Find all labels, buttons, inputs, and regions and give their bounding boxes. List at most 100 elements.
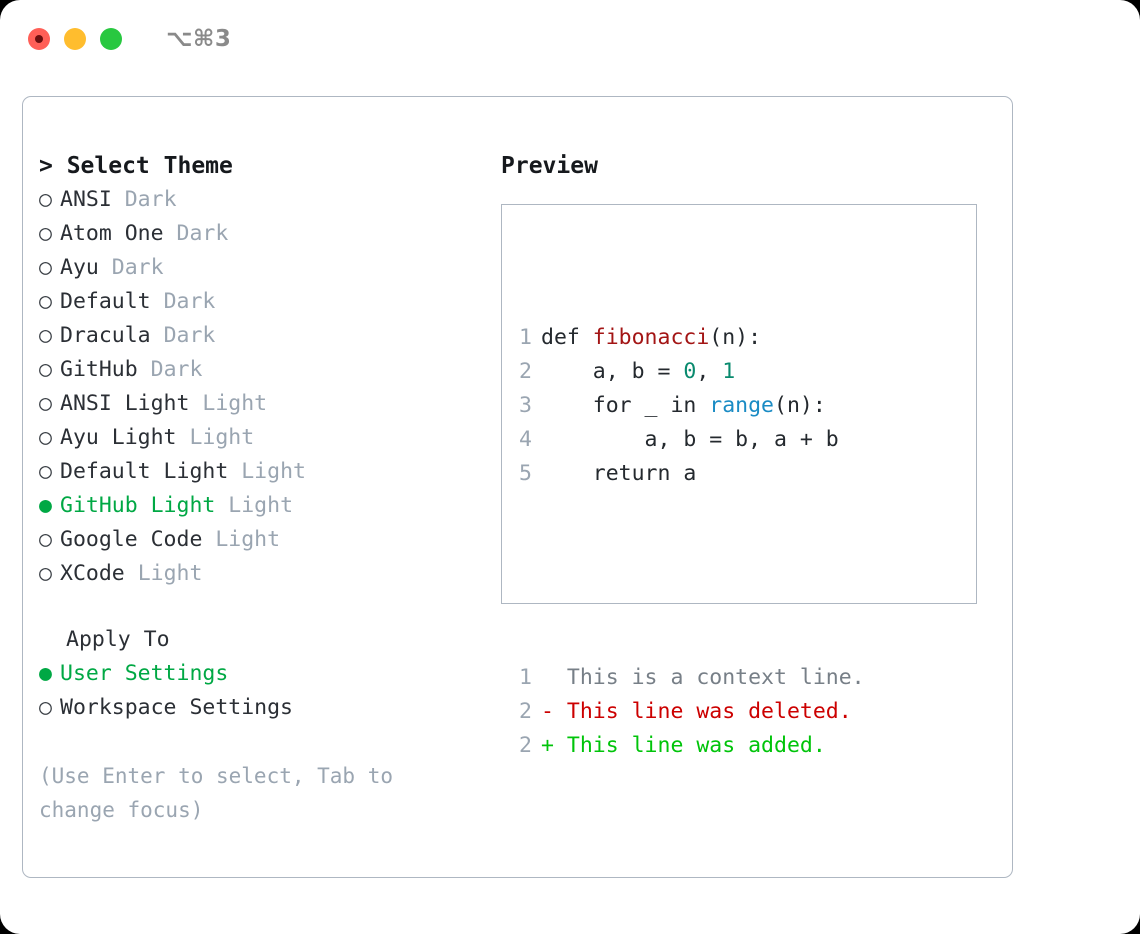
code-line: 2 a, b = 0, 1	[502, 355, 976, 389]
theme-option-ansi-light[interactable]: ○ ANSI Light Light	[39, 387, 499, 421]
theme-option-category: Light	[189, 425, 255, 450]
line-number: 2	[519, 699, 532, 724]
code-line: 4 a, b = b, a + b	[502, 423, 976, 457]
diff-text: This line was added.	[566, 733, 826, 758]
radio-selected-icon: ●	[39, 661, 52, 686]
theme-option-ansi[interactable]: ○ ANSI Dark	[39, 183, 499, 217]
apply-to-section: Apply To ● User Settings ○ Workspace Settin…	[39, 623, 499, 725]
radio-unselected-icon: ○	[39, 459, 52, 484]
line-number: 1	[519, 665, 532, 690]
apply-to-heading: Apply To	[66, 627, 170, 652]
line-number: 2	[519, 733, 532, 758]
code-line: 5 return a	[502, 457, 976, 491]
radio-unselected-icon: ○	[39, 425, 52, 450]
diff-text: This is a context line.	[566, 665, 865, 690]
window-controls	[28, 28, 122, 50]
theme-option-label: GitHub Light	[60, 493, 216, 518]
theme-option-ayu-light[interactable]: ○ Ayu Light Light	[39, 421, 499, 455]
radio-unselected-icon: ○	[39, 695, 52, 720]
code-token: a, b = b, a + b	[541, 427, 839, 452]
radio-unselected-icon: ○	[39, 323, 52, 348]
theme-option-category: Dark	[176, 221, 229, 246]
theme-option-label: Ayu	[60, 255, 99, 280]
close-dot-inner	[35, 35, 43, 43]
theme-option-category: Light	[228, 493, 294, 518]
theme-option-category: Dark	[163, 289, 216, 314]
line-number: 2	[519, 359, 532, 384]
maximize-button-icon[interactable]	[100, 28, 122, 50]
line-number: 3	[519, 393, 532, 418]
radio-unselected-icon: ○	[39, 357, 52, 382]
theme-option-github[interactable]: ○ GitHub Dark	[39, 353, 499, 387]
diff-text: This line was deleted.	[566, 699, 852, 724]
diff-line: 1 This is a context line.	[502, 661, 976, 695]
diff-marker	[541, 665, 567, 690]
theme-option-label: ANSI	[60, 187, 112, 212]
theme-option-label: XCode	[60, 561, 125, 586]
theme-option-category: Light	[215, 527, 281, 552]
close-button-icon[interactable]	[28, 28, 50, 50]
code-token: ,	[696, 359, 723, 384]
apply-to-option-label: User Settings	[60, 661, 229, 686]
minimize-button-icon[interactable]	[64, 28, 86, 50]
theme-list: ○ANSI Dark○Atom One Dark○Ayu Dark○Defaul…	[39, 183, 499, 591]
theme-option-label: Default Light	[60, 459, 229, 484]
theme-option-category: Dark	[150, 357, 203, 382]
main-panel: > Select Theme ○ANSI Dark○Atom One Dark○…	[22, 96, 1013, 878]
theme-option-label: Ayu Light	[60, 425, 177, 450]
keyboard-shortcut-label: ⌥⌘3	[166, 26, 232, 52]
diff-lines: 1 This is a context line.2- This line wa…	[502, 661, 976, 763]
theme-option-atom-one[interactable]: ○Atom One Dark	[39, 217, 499, 251]
theme-option-label: ANSI Light	[60, 391, 190, 416]
code-token: 0	[683, 359, 697, 384]
code-token: (n):	[709, 325, 762, 350]
apply-to-list: ● User Settings ○ Workspace Settings	[39, 657, 499, 725]
theme-option-default[interactable]: ○Default Dark	[39, 285, 499, 319]
theme-option-category: Dark	[124, 187, 177, 212]
theme-option-github-light[interactable]: ●GitHub Light Light	[39, 489, 499, 523]
theme-option-label: Default	[60, 289, 151, 314]
theme-option-xcode[interactable]: ○XCode Light	[39, 557, 499, 591]
line-number: 4	[519, 427, 532, 452]
diff-line: 2- This line was deleted.	[502, 695, 976, 729]
theme-option-label: Dracula	[60, 323, 151, 348]
code-line: 3 for _ in range(n):	[502, 389, 976, 423]
theme-option-default-light[interactable]: ○ Default Light Light	[39, 455, 499, 489]
theme-picker-column: > Select Theme ○ANSI Dark○Atom One Dark○…	[39, 149, 499, 827]
theme-option-ayu[interactable]: ○ Ayu Dark	[39, 251, 499, 285]
apply-to-option-user-settings[interactable]: ● User Settings	[39, 657, 499, 691]
apply-to-option-label: Workspace Settings	[60, 695, 293, 720]
theme-option-category: Dark	[163, 323, 216, 348]
radio-unselected-icon: ○	[39, 391, 52, 416]
diff-marker: +	[541, 733, 567, 758]
code-token: range	[709, 393, 775, 418]
keyboard-hint: (Use Enter to select, Tab to change focu…	[39, 764, 394, 822]
radio-unselected-icon: ○	[39, 255, 52, 280]
code-token: def	[541, 325, 593, 350]
code-token: 1	[722, 359, 736, 384]
theme-option-category: Light	[137, 561, 203, 586]
apply-to-option-workspace-settings[interactable]: ○ Workspace Settings	[39, 691, 499, 725]
theme-option-label: Google Code	[60, 527, 203, 552]
code-token: fibonacci	[592, 325, 710, 350]
theme-option-category: Dark	[111, 255, 164, 280]
code-spacer	[502, 559, 976, 593]
preview-heading: Preview	[501, 153, 598, 179]
radio-unselected-icon: ○	[39, 527, 52, 552]
theme-option-dracula[interactable]: ○ Dracula Dark	[39, 319, 499, 353]
line-number: 1	[519, 325, 532, 350]
theme-option-google-code[interactable]: ○ Google Code Light	[39, 523, 499, 557]
radio-unselected-icon: ○	[39, 187, 52, 212]
diff-line: 2 + This line was added.	[502, 729, 976, 763]
theme-option-category: Light	[241, 459, 306, 484]
theme-option-category: Light	[202, 391, 268, 416]
code-token: (n):	[774, 393, 826, 418]
theme-option-label: Atom One	[60, 221, 164, 246]
theme-option-label: GitHub	[60, 357, 138, 382]
code-token: return a	[541, 461, 697, 486]
